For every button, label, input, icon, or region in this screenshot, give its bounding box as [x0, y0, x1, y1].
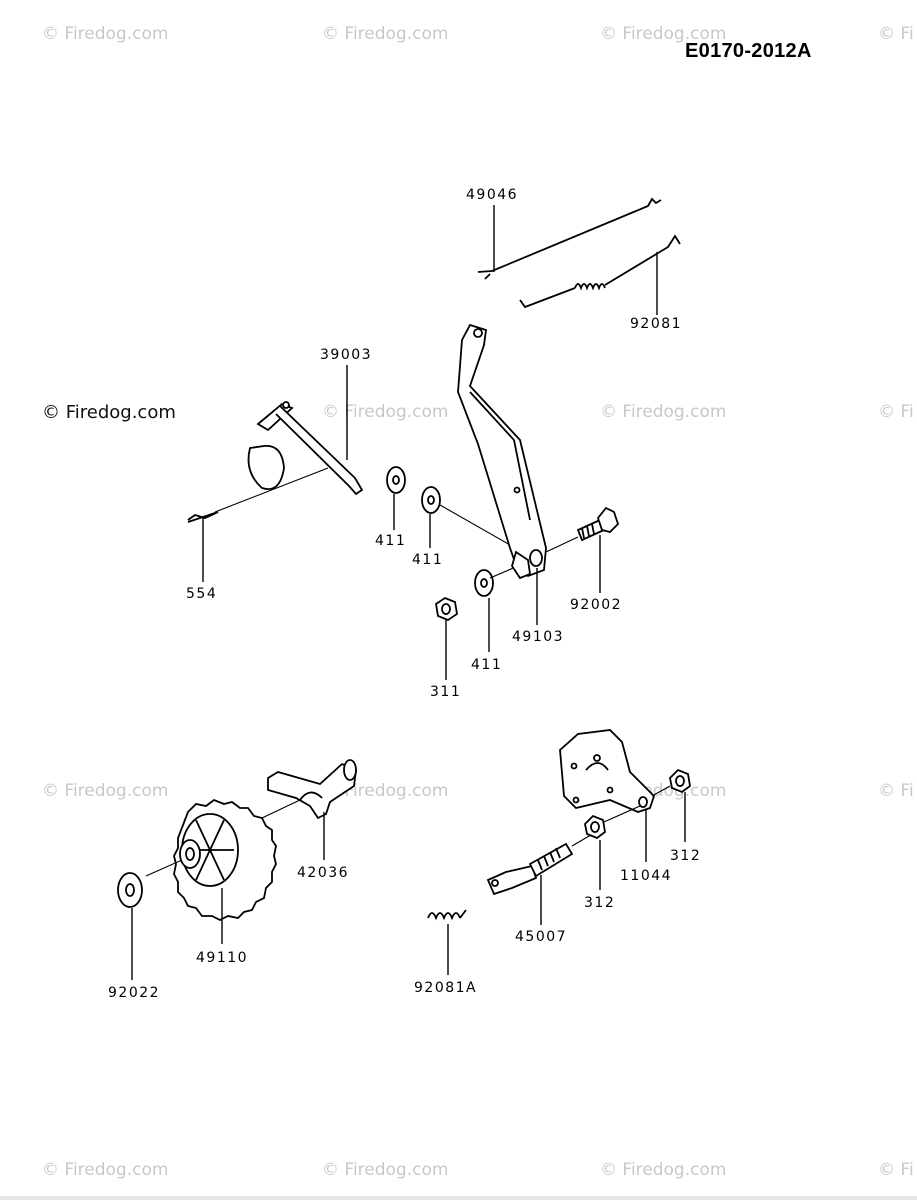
part-label-49046: 49046	[466, 187, 518, 203]
part-label-411c: 411	[471, 657, 502, 673]
part-label-49110: 49110	[196, 950, 248, 966]
watermark: © Firedog.com	[42, 1160, 169, 1180]
page-bottom-edge	[0, 1196, 917, 1200]
part-label-411b: 411	[412, 552, 443, 568]
part-39003-shaft[interactable]	[247, 401, 364, 496]
part-label-92081: 92081	[630, 316, 682, 332]
watermark: © Fi	[878, 781, 914, 801]
part-11044-bracket[interactable]	[559, 729, 656, 813]
part-45007-rod[interactable]	[486, 842, 574, 896]
part-label-411a: 411	[375, 533, 406, 549]
part-554-pin[interactable]	[187, 511, 219, 523]
part-49103-governor-lever[interactable]	[457, 323, 547, 580]
watermark: © Firedog.com	[42, 24, 169, 44]
watermark: © Firedog.com	[42, 402, 176, 423]
part-label-42036: 42036	[297, 865, 349, 881]
part-311-nut[interactable]	[435, 596, 458, 622]
part-label-39003: 39003	[320, 347, 372, 363]
part-label-45007: 45007	[515, 929, 567, 945]
watermark: © Fi	[878, 1160, 914, 1180]
part-label-49103: 49103	[512, 629, 564, 645]
part-label-312a: 312	[670, 848, 701, 864]
part-49110-governor-gear[interactable]	[173, 798, 277, 922]
part-label-92081a: 92081A	[414, 980, 477, 996]
assembly-line	[145, 859, 183, 877]
part-92002-bolt[interactable]	[576, 506, 620, 542]
part-312-nut[interactable]	[669, 768, 691, 794]
part-42036-shaft[interactable]	[267, 759, 357, 820]
part-label-11044: 11044	[620, 868, 672, 884]
part-411-washer[interactable]	[474, 569, 494, 597]
watermark: © Fi	[878, 24, 914, 44]
watermark: © Firedog.com	[600, 1160, 727, 1180]
part-49046-cable[interactable]	[477, 197, 662, 280]
part-label-92022: 92022	[108, 985, 160, 1001]
watermark: © Firedog.com	[600, 24, 727, 44]
assembly-line	[261, 799, 301, 819]
part-92022-washer[interactable]	[117, 872, 143, 908]
part-label-92002: 92002	[570, 597, 622, 613]
watermark: © Firedog.com	[600, 402, 727, 422]
part-411-washer[interactable]	[421, 486, 441, 514]
part-92081a-spring[interactable]	[427, 909, 467, 921]
part-92081-spring[interactable]	[519, 234, 681, 309]
assembly-line	[651, 785, 671, 797]
assembly-line	[214, 467, 329, 513]
assembly-line	[439, 504, 511, 546]
watermark: © Firedog.com	[322, 1160, 449, 1180]
part-label-311: 311	[430, 684, 461, 700]
part-312-nut[interactable]	[584, 814, 606, 840]
watermark: © Firedog.com	[322, 24, 449, 44]
assembly-line	[603, 805, 641, 823]
part-411-washer[interactable]	[386, 466, 406, 494]
assembly-line	[545, 536, 579, 553]
watermark: © Fi	[878, 402, 914, 422]
diagram-code: E0170-2012A	[685, 40, 812, 62]
watermark: © Firedog.com	[42, 781, 169, 801]
part-label-554: 554	[186, 586, 217, 602]
part-label-312b: 312	[584, 895, 615, 911]
watermark: © Firedog.com	[322, 402, 449, 422]
